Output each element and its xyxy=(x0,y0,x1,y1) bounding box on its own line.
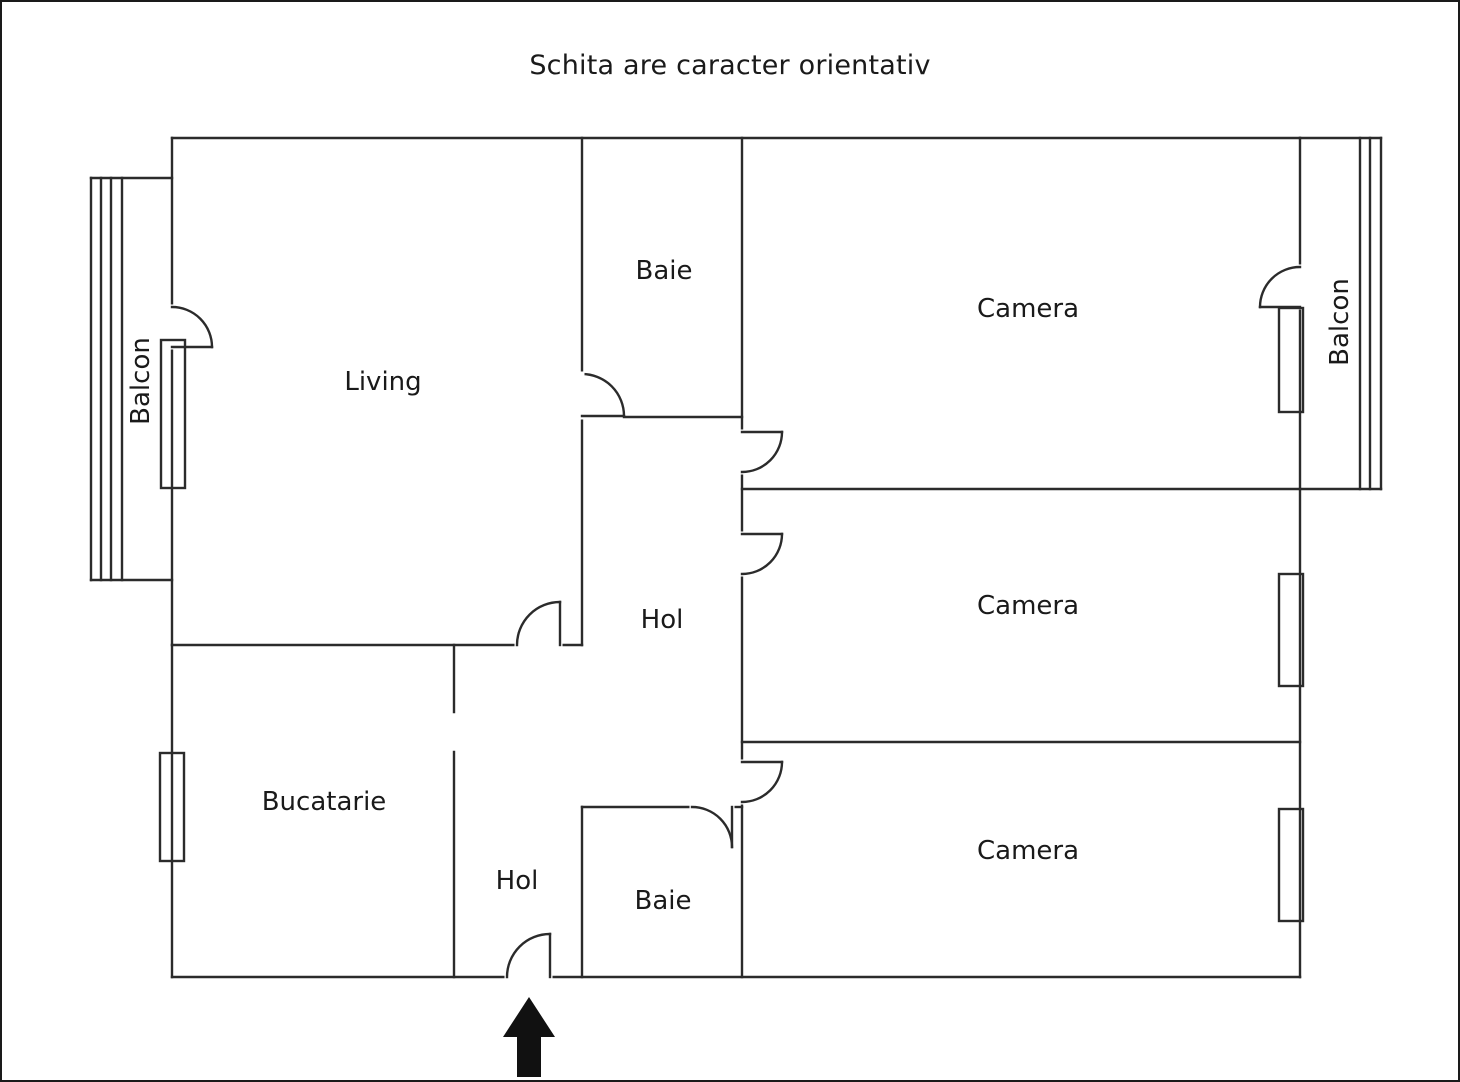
balcony-left-door-arc xyxy=(170,305,214,349)
room-label-hol-main: Hol xyxy=(640,605,684,635)
page-title: Schita are caracter orientativ xyxy=(529,50,931,81)
room-label-balcon-left: Balcon xyxy=(126,337,156,425)
room-label-baie-top: Baie xyxy=(635,256,693,286)
room-label-living: Living xyxy=(344,367,422,397)
room-label-camera-middle: Camera xyxy=(976,591,1080,621)
window-right-balcony xyxy=(1277,306,1305,414)
baie-top-door-arc xyxy=(580,372,626,418)
camera-bottom-door-arc xyxy=(740,760,784,804)
balcony-right-door-arc xyxy=(1258,265,1302,309)
camera-middle-door-arc xyxy=(740,532,784,576)
window-camera-middle xyxy=(1277,572,1305,688)
window-camera-bottom xyxy=(1277,807,1305,923)
window-left-balcony xyxy=(159,338,187,490)
entrance-arrow xyxy=(503,997,555,1077)
camera-top-door-arc xyxy=(740,430,784,474)
room-label-camera-top: Camera xyxy=(976,294,1080,324)
window-bucatarie xyxy=(158,751,186,863)
room-label-baie-bottom: Baie xyxy=(634,886,692,916)
room-label-bucatarie: Bucatarie xyxy=(261,787,387,817)
room-label-balcon-right: Balcon xyxy=(1325,278,1355,366)
room-label-hol-lower: Hol xyxy=(495,866,539,896)
room-label-camera-bottom: Camera xyxy=(976,836,1080,866)
entrance-door-arc xyxy=(505,932,552,979)
bucatarie-door-arc xyxy=(515,600,562,647)
baie-bottom-door-arc xyxy=(690,805,734,849)
